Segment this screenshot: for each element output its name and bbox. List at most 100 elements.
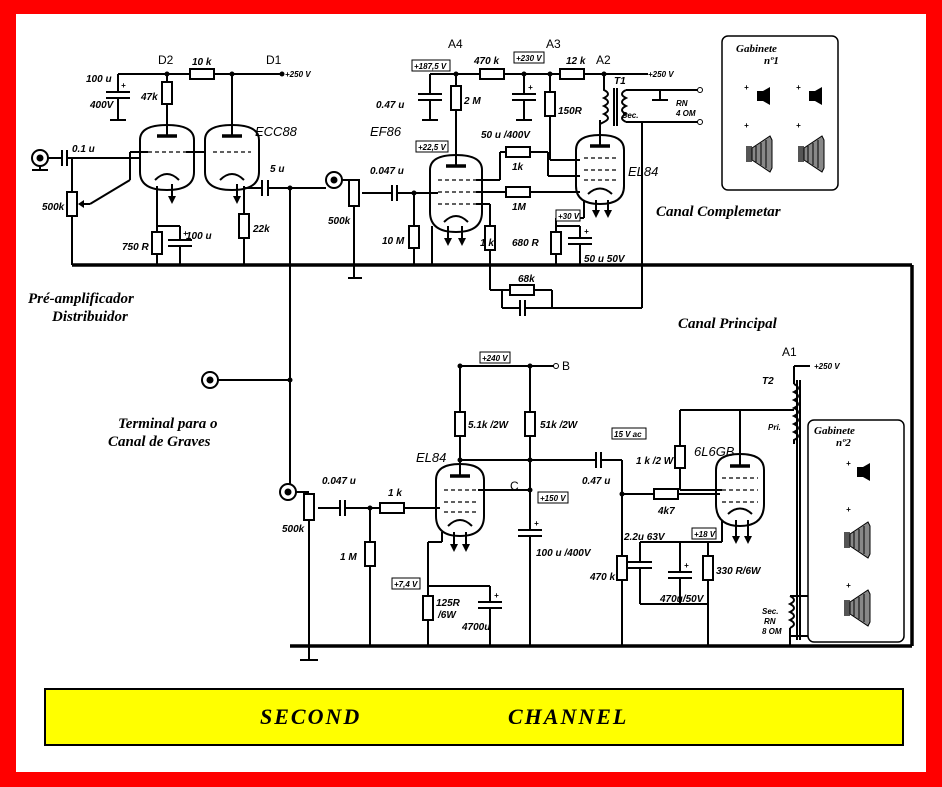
svg-text:+: + xyxy=(796,121,801,130)
voltage-240-box xyxy=(479,351,511,364)
res-1m-b-label: 1 M xyxy=(340,552,357,563)
res-51k-label: 51k /2W xyxy=(540,420,579,431)
node-c: C xyxy=(510,479,519,493)
cathode-network-ecc88: + xyxy=(151,186,192,265)
res-68k-label: 68k xyxy=(518,274,535,285)
cap-01u xyxy=(61,150,140,192)
res-1k-g2-label: 1k xyxy=(512,162,524,173)
voltage-74-box xyxy=(391,577,421,590)
res-470k-label: 470 k xyxy=(473,56,499,67)
cap-400v-label: 400V xyxy=(89,100,115,111)
res-125-watt-label: /6W xyxy=(437,610,457,621)
svg-text:+: + xyxy=(584,227,589,236)
node-b: B xyxy=(562,359,570,373)
svg-text:+: + xyxy=(684,561,689,570)
lower-input xyxy=(279,483,440,646)
cap-50u-label: 50 u /400V xyxy=(481,130,531,141)
res-1m-fb-label: 1M xyxy=(512,202,527,213)
voltage-250-a2: +250 V xyxy=(648,70,674,79)
voltage-150-box xyxy=(537,491,569,504)
section-canal-complementar: Canal Complemetar xyxy=(656,204,781,220)
voltage-225-box xyxy=(415,140,449,153)
ground-rail-top xyxy=(72,263,914,661)
svg-text:+: + xyxy=(846,581,851,590)
res-750-label: 750 R xyxy=(122,242,149,253)
res-2m-label: 2 M xyxy=(463,96,481,107)
svg-text:+: + xyxy=(796,83,801,92)
svg-text:+: + xyxy=(846,505,851,514)
cap-100u-label: 100 u xyxy=(86,74,112,85)
tube-ef86-label: EF86 xyxy=(370,124,402,139)
b-rail-lower: + xyxy=(454,363,596,646)
res-150-label: 150R xyxy=(558,106,583,117)
res-5k1-label: 5.1k /2W xyxy=(468,420,510,431)
cap-0047u-label: 0.047 u xyxy=(370,166,404,177)
ef86-input xyxy=(325,171,438,279)
tube-el84-bottom-label: EL84 xyxy=(416,450,446,465)
res-4k7-label: 4k7 xyxy=(657,506,675,517)
tube-6l6gb-label: 6L6GB xyxy=(694,444,735,459)
cap-5u-label: 5 u xyxy=(270,164,284,175)
voltage-240: +240 V xyxy=(482,354,508,363)
node-d1: D1 xyxy=(266,53,282,67)
res-47k-label: 47k xyxy=(140,92,158,103)
gabinete-1-box: + + + + xyxy=(721,35,839,191)
section-terminal: Terminal para o xyxy=(118,416,217,432)
gabinete-2-title: Gabinete xyxy=(814,425,855,437)
voltage-30-box xyxy=(555,209,581,222)
interstage-resistors xyxy=(476,146,580,198)
feedback-68k xyxy=(490,284,642,316)
transformer-t2-label: T2 xyxy=(762,376,774,387)
voltage-230: +230 V xyxy=(516,54,542,63)
tube-el84-bottom xyxy=(435,436,530,552)
input-jack xyxy=(31,149,62,171)
cathode-network-el84-bottom: + xyxy=(422,541,502,646)
svg-text:+: + xyxy=(534,519,539,528)
svg-text:+: + xyxy=(744,83,749,92)
coupling-6l6 xyxy=(595,452,720,646)
voltage-18-box xyxy=(691,527,717,540)
t1-sec-label: Sec. xyxy=(622,111,638,120)
voltage-225: +22,5 V xyxy=(418,143,446,152)
node-a2: A2 xyxy=(596,53,611,67)
cap-047u-mid-label: 0.47 u xyxy=(582,476,610,487)
voltage-150: +150 V xyxy=(540,494,566,503)
pot-500k-3-label: 500k xyxy=(282,524,305,535)
voltage-250-d1: +250 V xyxy=(285,70,311,79)
res-10m-label: 10 M xyxy=(382,236,405,247)
cap-01u-label: 0.1 u xyxy=(72,144,95,155)
voltage-230-box xyxy=(513,51,545,64)
b-plus-rail-preamp xyxy=(118,68,285,80)
res-1k2w-label: 1 k /2 W xyxy=(636,456,675,467)
screen-res-1k2w xyxy=(674,409,740,490)
tube-el84-top xyxy=(556,120,625,219)
tube-ecc88 xyxy=(129,123,260,204)
cap-50u50v-label: 50 u 50V xyxy=(584,254,626,265)
t2-pri-label: Pri. xyxy=(768,423,781,432)
node-a3: A3 xyxy=(546,37,561,51)
svg-text:+: + xyxy=(183,229,188,238)
section-canal-graves: Canal de Graves xyxy=(108,434,211,450)
section-distribuidor: Distribuidor xyxy=(51,309,128,325)
bass-terminal-jack xyxy=(201,371,290,389)
rn1-label: RN xyxy=(676,99,688,108)
node-d2: D2 xyxy=(158,53,174,67)
rn2-label: RN xyxy=(764,617,776,626)
res-10k-label: 10 k xyxy=(192,57,212,68)
banner-word-channel: CHANNEL xyxy=(508,704,629,729)
tube-6l6gb xyxy=(680,409,784,544)
res-1k-k-label: 1 k xyxy=(480,238,494,249)
res-1k-grid-label: 1 k xyxy=(388,488,402,499)
second-channel-banner: SECOND CHANNEL xyxy=(44,688,904,746)
gabinete-2-number: nº2 xyxy=(836,437,851,449)
res-12k-label: 12 k xyxy=(566,56,586,67)
cap-100u400v-label: 100 u /400V xyxy=(536,548,592,559)
cap-5u xyxy=(244,180,326,486)
ohm2-label: 8 OM xyxy=(762,627,782,636)
voltage-74: +7,4 V xyxy=(394,580,418,589)
res-125-label: 125R xyxy=(436,598,461,609)
res-470k-b-label: 470 k xyxy=(589,572,615,583)
node-a4: A4 xyxy=(448,37,463,51)
transformer-t1-label: T1 xyxy=(614,76,626,87)
